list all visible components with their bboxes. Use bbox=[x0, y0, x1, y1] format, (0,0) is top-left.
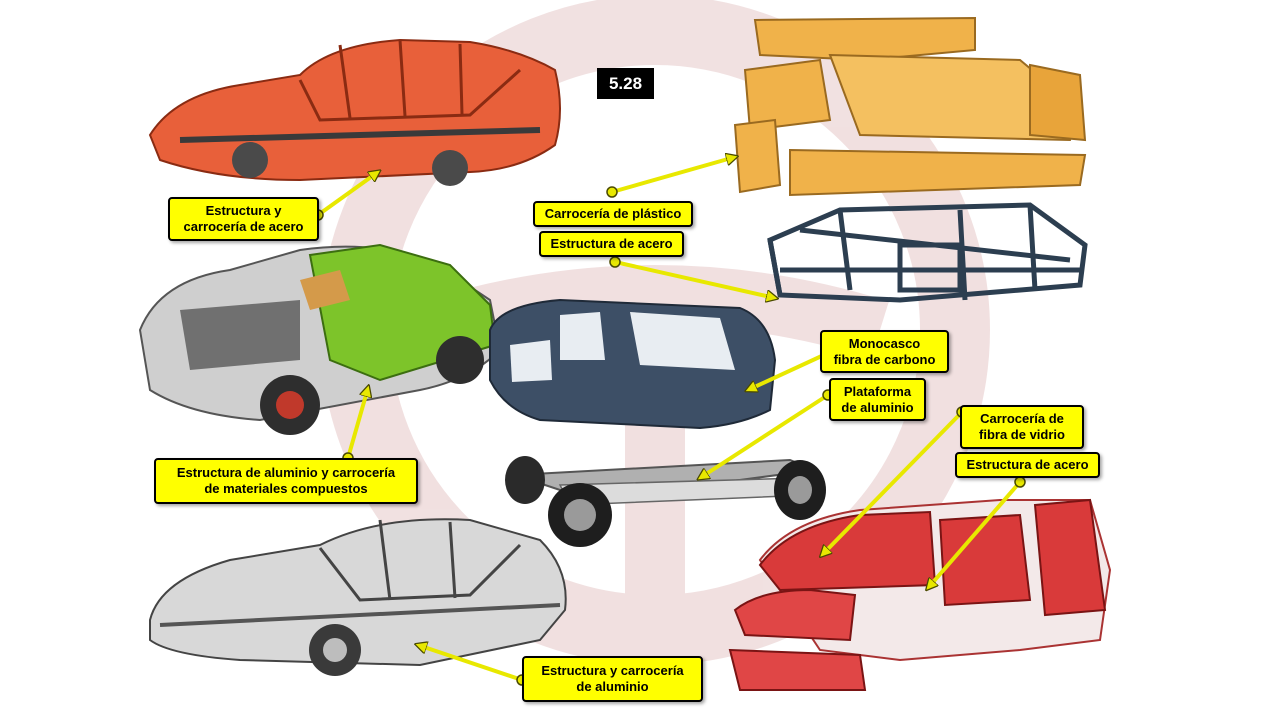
label-fiberglass-body: Carrocería de fibra de vidrio bbox=[960, 405, 1084, 449]
label-steel-structure-body: Estructura y carrocería de acero bbox=[168, 197, 319, 241]
label-line: Carrocería de bbox=[980, 411, 1064, 426]
label-steel-structure-2: Estructura de acero bbox=[955, 452, 1100, 478]
label-line: Estructura de acero bbox=[966, 457, 1089, 472]
aluminium-body-car-illustration bbox=[149, 518, 567, 676]
label-line: Carrocería de plástico bbox=[544, 206, 682, 221]
label-steel-structure-1: Estructura de acero bbox=[539, 231, 684, 257]
aluminium-composite-car-illustration bbox=[138, 243, 502, 435]
label-line: de aluminio bbox=[841, 399, 914, 415]
label-line: Estructura de acero bbox=[550, 236, 673, 251]
steel-body-car-illustration bbox=[148, 38, 561, 186]
label-line: Estructura y carrocería bbox=[541, 663, 684, 678]
label-line: de aluminio bbox=[576, 679, 649, 694]
label-line: fibra de carbono bbox=[833, 351, 936, 367]
label-line: de materiales compuestos bbox=[204, 481, 368, 496]
carbon-monocoque-illustration bbox=[489, 298, 777, 430]
slide-number-badge: 5.28 bbox=[597, 68, 654, 99]
label-carbon-monocoque: Monocasco fibra de carbono bbox=[820, 330, 949, 373]
label-line: carrocería de acero bbox=[183, 219, 304, 234]
label-aluminium-structure-body: Estructura y carrocería de aluminio bbox=[522, 656, 703, 702]
label-line: Plataforma bbox=[843, 383, 912, 399]
label-line: Monocasco bbox=[848, 335, 921, 351]
label-line: fibra de vidrio bbox=[979, 427, 1065, 442]
label-aluminium-composite: Estructura de aluminio y carrocería de m… bbox=[154, 458, 418, 504]
label-aluminium-platform: Plataforma de aluminio bbox=[829, 378, 926, 421]
plastic-body-panels-illustration bbox=[733, 16, 1087, 197]
label-line: Estructura y bbox=[205, 203, 282, 218]
label-plastic-body: Carrocería de plástico bbox=[533, 201, 693, 227]
label-line: Estructura de aluminio y carrocería bbox=[176, 465, 396, 480]
fiberglass-body-car-illustration bbox=[728, 498, 1112, 691]
